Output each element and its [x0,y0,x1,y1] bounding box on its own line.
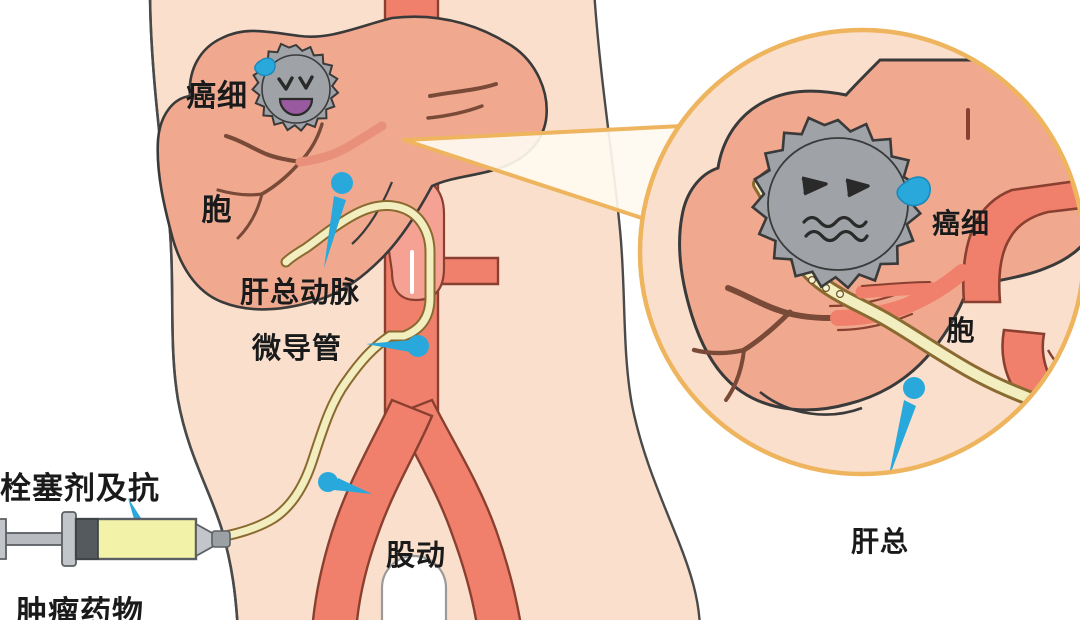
zoom-tumor-left-eye [801,176,828,196]
pointer-shaft-hepatic [324,196,346,268]
pointer-hepatic-artery [324,172,353,268]
tumor-right-eye [298,75,314,90]
liver-groove-a [428,82,498,98]
zoom-ring [637,27,1080,477]
zoom-tumor-exit-artery-edge [861,281,931,287]
label-microcatheter: 微导管 [252,331,343,365]
zoom-catheter-pointer [888,377,925,474]
tumor-mouth [278,97,314,117]
pointer-dot-femoral [318,472,338,492]
zoom-hepatic-branches [691,264,970,402]
zoom-tumor-right-eye [845,178,870,198]
label-hepatic-zoom-line1: 肝总 [851,525,910,559]
pointer-dot-microcatheter [407,335,429,357]
zoom-tumor-sweat-drop [896,176,931,207]
label-femoral-line1: 股动 [386,538,447,573]
pointer-dot-hepatic [331,172,353,194]
zoom-portal-vessel [962,176,1080,304]
celiac-trunk-right [436,256,500,286]
tumor-cell-worried [750,116,931,290]
zoom-tumor-exit-artery [855,281,937,299]
label-drug-line2: 肿瘤药物 [16,594,144,620]
zoom-pointer-shaft [888,400,916,474]
tumor-body [261,54,331,124]
zoom-tumor-mouth-bottom [804,229,869,243]
zoom-tumor-mouth-top [802,215,868,229]
zoom-pointer-dot [903,377,925,399]
tumor-cell-happy [251,42,340,133]
pointer-shaft-microcatheter [366,340,410,352]
tumor-sweat-drop [254,57,276,77]
leg-separation-gap [380,554,448,620]
label-cancer-main-line1: 癌细 [186,78,248,114]
label-cancer-main-line2: 胞 [201,192,233,228]
zoom-liver-lobe-line [759,390,863,416]
syringe-stopper [75,518,99,560]
zoom-circle [637,27,1080,477]
liver-fissure [351,181,394,245]
liver-groove-b [426,104,484,120]
label-cancer-zoom-line2: 胞 [946,314,976,348]
tumor-left-eye [277,76,294,91]
label-hepatic-artery-main: 肝总动脉 [240,275,361,309]
label-cancer-cell-main: 癌细 胞 [186,8,248,264]
syringe-hub [211,530,231,548]
zoom-tumor-body [767,137,909,271]
label-hepatic-artery-zoom: 肝总 动脉 [851,459,909,620]
right-iliac-artery [394,398,522,620]
label-drug-agent: 栓塞剂及抗 肿瘤药物 [0,398,160,620]
syringe [0,511,231,567]
torso-left-edge [148,0,239,620]
label-cancer-zoom-line1: 癌细 [932,207,991,241]
hepatic-artery-branches [216,121,387,240]
pointer-shaft-femoral [334,478,372,494]
pointer-microcatheter [366,335,429,357]
syringe-thumb-flange [0,518,7,560]
left-iliac-artery [311,398,434,620]
pointer-femoral-artery [318,472,372,494]
label-cancer-cell-zoom: 癌细 胞 [932,141,990,380]
label-femoral-artery: 股动 脉 [386,470,446,620]
label-drug-line1: 栓塞剂及抗 [0,471,160,508]
